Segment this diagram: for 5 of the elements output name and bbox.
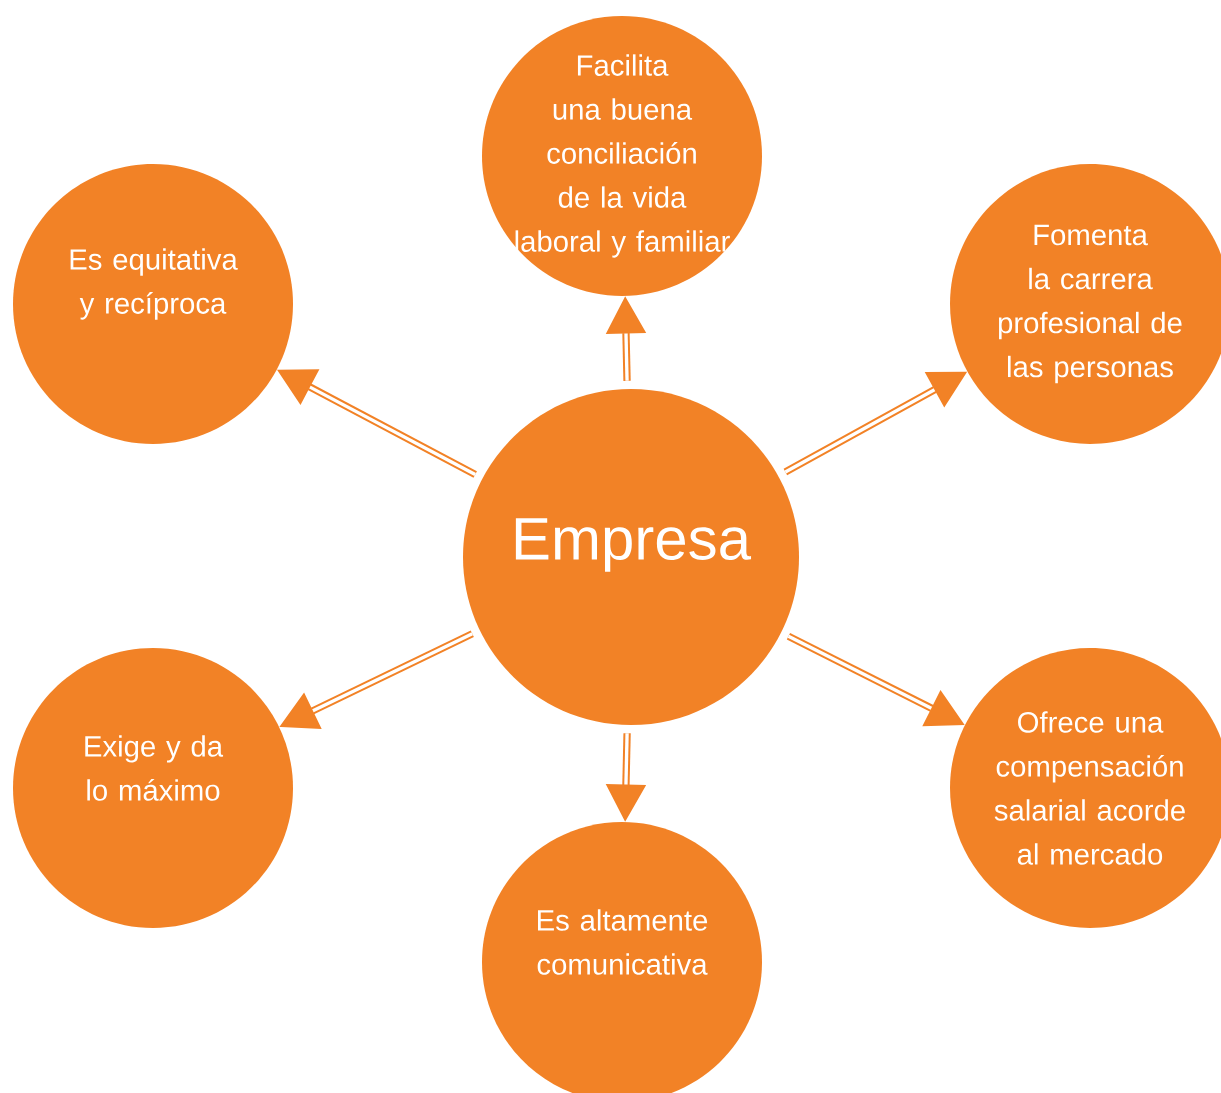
circle-node: Exige y da lo máximo: [13, 648, 293, 928]
arrow: [277, 369, 477, 478]
circle-node: Empresa: [463, 389, 799, 725]
circle-node: Facilita una buena conciliación de la vida laboral y familiar: [482, 16, 762, 296]
circle-node: Es equitativa y recíproca: [13, 164, 293, 444]
